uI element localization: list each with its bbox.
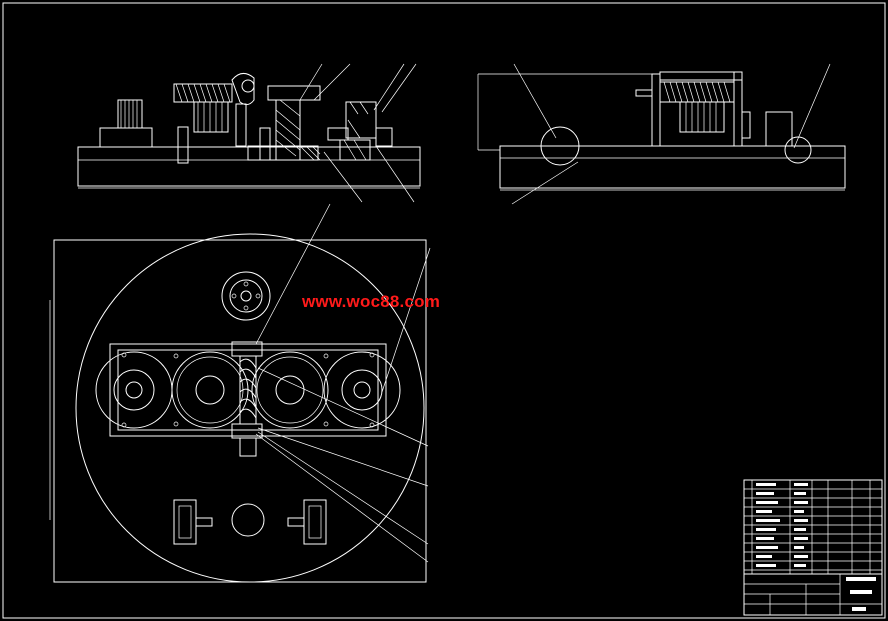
worm-gear (193, 101, 229, 133)
top-view (49, 203, 431, 583)
side-view-base-plate (499, 145, 846, 189)
center-hole (231, 503, 265, 537)
slot-left (173, 499, 197, 545)
gearbox-plate (109, 343, 387, 437)
spline-left (113, 369, 155, 411)
watermark-text: www.woc88.com (302, 292, 441, 311)
spur-gear-2 (251, 351, 329, 429)
spline-right (341, 369, 383, 411)
post (177, 126, 189, 164)
round-chassis (75, 233, 425, 583)
front-view-base-plate (77, 146, 421, 187)
drive-wheel-left (95, 351, 173, 429)
spur-gear-small (117, 99, 143, 129)
front-view (77, 63, 421, 203)
title-block-frame (743, 479, 883, 616)
motor-top (221, 271, 271, 321)
title-block (743, 479, 883, 616)
pin-circle (241, 79, 255, 93)
drive-wheel-right (323, 351, 401, 429)
right-clamp (345, 101, 377, 139)
motor-box (765, 111, 793, 147)
wheel-right (784, 136, 812, 164)
worm-center (239, 355, 257, 425)
worm-gear-side (679, 101, 725, 133)
motor-housing-left (99, 127, 153, 148)
side-view (477, 63, 846, 205)
worm-shaft-end (239, 437, 257, 457)
spur-gear-1 (171, 351, 249, 429)
slot-right (303, 499, 327, 545)
top-bar (267, 85, 321, 101)
wheel-left (540, 126, 580, 166)
